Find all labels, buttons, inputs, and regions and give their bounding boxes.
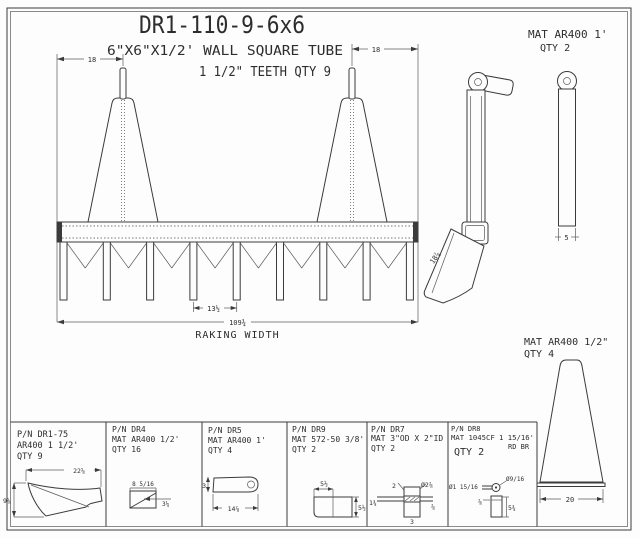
dim-pin-left-label: 18 <box>88 56 96 64</box>
pivot-boss <box>468 72 488 92</box>
gusset-base-bar <box>536 482 606 487</box>
gusset-mat-label: MAT AR400 1/2" <box>524 337 608 348</box>
part-dim-right: ⅞ <box>431 503 435 511</box>
sheet-border <box>6 7 632 531</box>
gusset-view: MAT AR400 1/2" QTY 4 20 <box>524 337 608 504</box>
side-view-arm: 18⅞ <box>423 72 514 304</box>
part-mat: MAT 572-50 3/8' <box>292 435 364 444</box>
part-cell-dr8: P/N DR8 MAT 1045CF 1 15/16' RD BR QTY 2 … <box>449 425 534 518</box>
drawing-subtitle-2: 1 1/2" TEETH QTY 9 <box>199 65 331 80</box>
title-block: DR1-110-9-6x6 6"X6"X1/2' WALL SQUARE TUB… <box>107 11 343 80</box>
part-qty: QTY 9 <box>17 452 43 462</box>
dim-raking-width: 109¾ RAKING WIDTH <box>57 319 418 341</box>
tooth <box>319 241 328 301</box>
part-cell-dr7: P/N DR7 MAT 3"OD X 2"ID QTY 2 2 Ø2⅞ 1¾ ⅞… <box>369 425 443 526</box>
drawing-title: DR1-110-9-6x6 <box>139 11 305 39</box>
part-dim-right: 5½ <box>358 504 366 512</box>
part-mat: MAT AR400 1' <box>208 436 266 445</box>
v-gussets <box>66 242 407 269</box>
teeth <box>59 241 414 301</box>
part-dim-top: 22⅝ <box>73 467 85 475</box>
tooth <box>405 241 414 301</box>
part-qty: QTY 4 <box>208 446 232 455</box>
tooth <box>59 241 68 301</box>
part-dim-left: ⅞ <box>478 498 482 506</box>
part-mat2: RD BR <box>508 443 530 451</box>
part-dim-left: 9⅝ <box>3 497 11 505</box>
part-pn: P/N DR5 <box>208 426 242 435</box>
dim-strap-end-label: 5 <box>564 234 568 242</box>
part-mat: MAT 1045CF 1 15/16' <box>451 434 534 442</box>
parts-table-grid <box>10 421 538 527</box>
part-qty: QTY 2 <box>454 447 484 458</box>
arm-bar <box>466 89 486 223</box>
part-dim-top: 8 5/16 <box>132 481 154 488</box>
strap-view: MAT AR400 1' QTY 2 5 <box>528 28 607 242</box>
part-cell-dr4: P/N DR4 MAT AR400 1/2' QTY 16 8 5/16 3¼ <box>112 425 179 509</box>
tower-left <box>87 67 159 241</box>
drawing-subtitle-1: 6"X6"X1/2' WALL SQUARE TUBE <box>107 44 343 59</box>
part-dim-top: 2 <box>392 482 396 490</box>
part-cell-dr5: P/N DR5 MAT AR400 1' QTY 4 3 14⅞ <box>202 426 266 513</box>
strap-qty-label: QTY 2 <box>540 43 570 54</box>
strap-pin-hole <box>247 480 255 489</box>
part-dim-bottom: 14⅞ <box>228 505 240 513</box>
part-mat: MAT 3"OD X 2"ID <box>371 434 443 443</box>
strap-bar <box>558 88 576 227</box>
part-pn: P/N DR1-75 <box>17 430 68 440</box>
part-dim-hole: Ø9/16 <box>506 476 524 483</box>
part-pn: P/N DR8 <box>451 425 481 433</box>
part-pn: P/N DR7 <box>371 425 405 434</box>
strap-outline <box>212 476 259 493</box>
front-view: 18 18 <box>56 44 419 341</box>
beam-square-tube <box>56 221 419 243</box>
part-cell-dr1-75: P/N DR1-75 AR400 1 1/2' QTY 9 22⅝ 9⅝ <box>3 430 103 518</box>
dim-raking-width-label: 109¾ <box>229 319 246 327</box>
part-dim-left: 1¾ <box>369 499 377 507</box>
part-dim-dia: Ø1 15/16 <box>449 484 478 491</box>
part-dim-bottom: 3 <box>410 518 414 526</box>
part-dim-top: 5½ <box>320 480 328 488</box>
gusset-plate <box>539 359 604 483</box>
part-mat: MAT AR400 1/2' <box>112 435 179 444</box>
pin-side-view <box>490 495 503 518</box>
part-dim-right: 3¼ <box>162 501 170 508</box>
strap-mat-label: MAT AR400 1' <box>528 28 607 41</box>
part-qty: QTY 2 <box>292 445 316 454</box>
strap-hole <box>563 77 571 85</box>
part-qty: QTY 16 <box>112 445 141 454</box>
dim-gusset-base-label: 20 <box>566 496 574 504</box>
gusset-qty-label: QTY 4 <box>524 349 554 360</box>
tooth <box>146 241 155 301</box>
dim-pin-right-label: 18 <box>372 46 380 54</box>
dim-pin-right: 18 <box>351 44 418 66</box>
raking-width-caption: RAKING WIDTH <box>195 330 279 341</box>
part-mat: AR400 1 1/2' <box>17 441 78 451</box>
pivot-hole <box>474 78 482 86</box>
part-cell-dr9: P/N DR9 MAT 572-50 3/8' QTY 2 5½ 5½ <box>292 425 366 518</box>
part-pn: P/N DR4 <box>112 425 146 434</box>
part-pn: P/N DR9 <box>292 425 326 434</box>
tooth <box>362 241 371 301</box>
tooth <box>189 241 198 301</box>
dim-tooth-spacing: 13½ <box>193 302 238 313</box>
part-dim-right: 5¾ <box>508 504 516 512</box>
dim-tooth-spacing-label: 13½ <box>207 305 220 313</box>
part-dim-dia: Ø2⅞ <box>421 481 433 489</box>
part-dim-left: 3 <box>202 482 206 490</box>
tower-right <box>316 67 388 241</box>
dim-pin-left: 18 <box>57 54 124 66</box>
tooth <box>232 241 241 301</box>
tooth <box>276 241 284 301</box>
tooth <box>102 241 111 301</box>
strap-boss <box>557 71 577 91</box>
blade <box>423 228 485 304</box>
part-qty: QTY 2 <box>371 444 395 453</box>
